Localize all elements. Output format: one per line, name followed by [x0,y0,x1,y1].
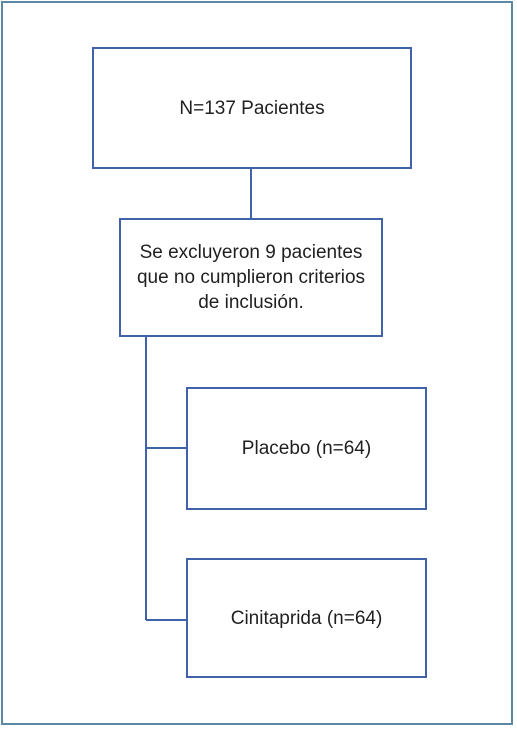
node-cinitaprida-label: Cinitaprida (n=64) [230,607,383,629]
node-excluded-label: Se excluyeron 9 pacientes que no cumplie… [136,242,366,313]
node-total-patients: N=137 Pacientes [92,47,412,169]
node-excluded-patients: Se excluyeron 9 pacientes que no cumplie… [119,218,383,337]
node-placebo-group: Placebo (n=64) [186,387,427,510]
node-placebo-label: Placebo (n=64) [241,438,372,459]
node-total-label: N=137 Pacientes [179,97,325,119]
node-cinitaprida-group: Cinitaprida (n=64) [186,558,427,678]
